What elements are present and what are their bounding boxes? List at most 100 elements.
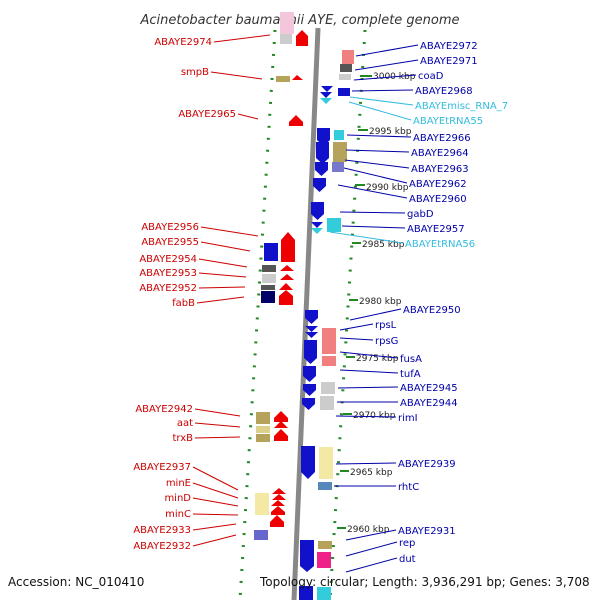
gene-label[interactable]: ABAYE2931 (398, 526, 456, 537)
accession-text: Accession: NC_010410 (8, 575, 144, 589)
gene-block (339, 74, 351, 80)
gene-label[interactable]: ABAYE2939 (398, 459, 456, 470)
gene-label[interactable]: ABAYE2972 (420, 41, 478, 52)
gene-label[interactable]: ABAYE2962 (409, 179, 467, 190)
gene-label[interactable]: ABAYE2968 (415, 86, 473, 97)
gene-block (319, 447, 333, 479)
gene-label[interactable]: ABAYEtRNA55 (413, 116, 483, 127)
gene-block (280, 34, 292, 44)
gene-arrow (296, 30, 308, 46)
gene-label[interactable]: ABAYE2964 (411, 148, 469, 159)
gene-label[interactable]: ABAYE2955 (141, 237, 199, 248)
gene-label[interactable]: dut (399, 554, 416, 565)
gene-label[interactable]: ABAYE2953 (139, 268, 197, 279)
gene-label[interactable]: ABAYE2952 (139, 283, 197, 294)
gene-label[interactable]: ABAYE2950 (403, 305, 461, 316)
gene-label[interactable]: minD (164, 493, 191, 504)
reverse-strand-arrows (270, 30, 308, 527)
gene-block (256, 426, 270, 433)
left-gene-labels: ABAYE2974 smpB ABAYE2965 ABAYE2956 ABAYE… (133, 34, 271, 552)
gene-arrow (311, 202, 324, 220)
scale-labels: 3000 kbp 2995 kbp 2990 kbp 2985 kbp 2980… (337, 72, 416, 535)
gene-block (321, 382, 335, 394)
gene-label[interactable]: aat (177, 418, 193, 429)
gene-arrow (303, 366, 316, 382)
gene-arrow (320, 92, 332, 98)
gene-label[interactable]: ABAYE2963 (411, 164, 469, 175)
gene-label[interactable]: trxB (172, 433, 193, 444)
gene-arrow (279, 283, 293, 290)
gene-label[interactable]: ABAYE2932 (133, 541, 191, 552)
gene-block (256, 412, 270, 424)
scale-label: 2975 kbp (356, 354, 399, 364)
gene-arrow (321, 86, 333, 92)
gene-block (334, 130, 344, 140)
gene-arrow (300, 540, 314, 572)
gene-block (320, 396, 334, 410)
gene-arrow (304, 340, 317, 364)
gene-label[interactable]: ABAYE2974 (154, 37, 212, 48)
gene-arrow (274, 421, 288, 428)
map-title: Acinetobacter baumannii AYE, complete ge… (139, 13, 459, 28)
gene-arrow (270, 515, 284, 527)
gene-block (256, 434, 270, 442)
scale-label: 2985 kbp (362, 240, 405, 250)
gene-label[interactable]: rimI (398, 413, 418, 424)
right-track (328, 29, 367, 600)
gene-label[interactable]: ABAYE2933 (133, 525, 191, 536)
forward-strand-arrows (299, 86, 333, 600)
gene-label[interactable]: fabB (172, 298, 195, 309)
gene-label[interactable]: minC (165, 509, 191, 520)
gene-label[interactable]: ABAYE2965 (178, 109, 236, 120)
gene-label[interactable]: ABAYE2937 (133, 462, 191, 473)
gene-label[interactable]: ABAYE2966 (413, 133, 471, 144)
gene-arrow (279, 290, 293, 305)
gene-label[interactable]: coaD (418, 71, 444, 82)
gene-arrow (315, 162, 328, 176)
gene-block (264, 243, 278, 261)
gene-arrow (274, 411, 288, 422)
gene-label[interactable]: smpB (181, 67, 209, 78)
gene-label[interactable]: ABAYE2956 (141, 222, 199, 233)
gene-block (254, 530, 268, 540)
gene-arrow (301, 446, 315, 479)
scale-label: 2995 kbp (369, 127, 412, 137)
gene-block (317, 587, 331, 600)
gene-label[interactable]: tufA (400, 369, 421, 380)
gene-arrow (271, 500, 285, 506)
gene-label[interactable]: rpsG (375, 336, 398, 347)
gene-block (318, 541, 332, 549)
gene-label[interactable]: ABAYE2957 (407, 224, 465, 235)
gene-label[interactable]: rep (399, 538, 415, 549)
gene-label[interactable]: ABAYEtRNA56 (405, 239, 475, 250)
gene-label[interactable]: minE (166, 478, 191, 489)
gene-arrow (299, 586, 313, 600)
left-gene-blocks (254, 12, 294, 540)
gene-label[interactable]: gabD (407, 209, 434, 220)
gene-label[interactable]: rpsL (375, 320, 397, 331)
gene-arrow (313, 178, 326, 192)
gene-arrow (311, 228, 323, 234)
gene-label[interactable]: ABAYE2954 (139, 254, 197, 265)
gene-label[interactable]: ABAYE2971 (420, 56, 478, 67)
gene-arrow (305, 332, 318, 338)
scale-label: 2980 kbp (359, 297, 402, 307)
gene-label[interactable]: ABAYE2945 (400, 383, 458, 394)
gene-label[interactable]: fusA (400, 354, 422, 365)
gene-block (332, 162, 344, 172)
gene-arrow (305, 310, 318, 324)
gene-label[interactable]: ABAYE2944 (400, 398, 458, 409)
gene-label[interactable]: ABAYE2960 (409, 194, 467, 205)
gene-block (261, 291, 275, 303)
right-gene-labels: ABAYE2972 ABAYE2971 coaD ABAYE2968 ABAYE… (329, 41, 508, 573)
gene-label[interactable]: ABAYE2942 (135, 404, 193, 415)
scale-label: 2970 kbp (353, 411, 396, 421)
gene-block (262, 274, 276, 283)
gene-arrow (274, 429, 288, 441)
gene-label[interactable]: rhtC (398, 482, 419, 493)
gene-label[interactable]: ABAYEmisc_RNA_7 (415, 101, 508, 112)
gene-block (340, 64, 352, 72)
gene-block (338, 88, 350, 96)
gene-block (280, 12, 294, 34)
